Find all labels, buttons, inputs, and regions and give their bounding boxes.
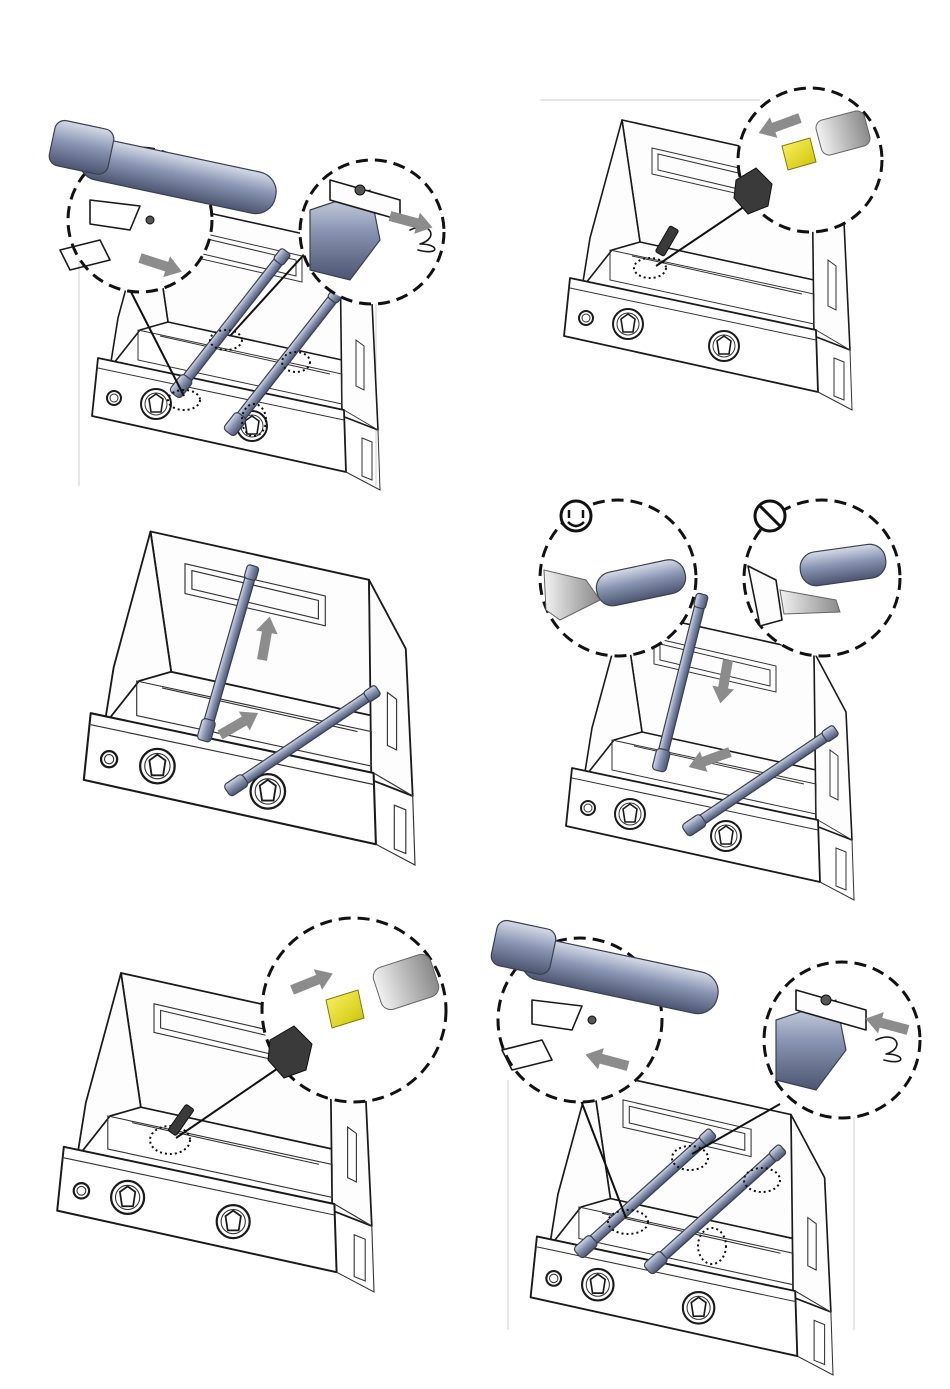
panel-1 — [47, 119, 444, 490]
panel-4 — [540, 500, 900, 900]
arrow-back-icon — [215, 703, 264, 744]
panel-6 — [489, 919, 920, 1375]
panel-2 — [564, 88, 882, 410]
prohibited-icon — [755, 501, 785, 531]
smiley-icon — [561, 501, 591, 531]
panel-3 — [84, 532, 415, 866]
grill-body — [531, 1071, 833, 1376]
panel-5 — [57, 918, 446, 1292]
